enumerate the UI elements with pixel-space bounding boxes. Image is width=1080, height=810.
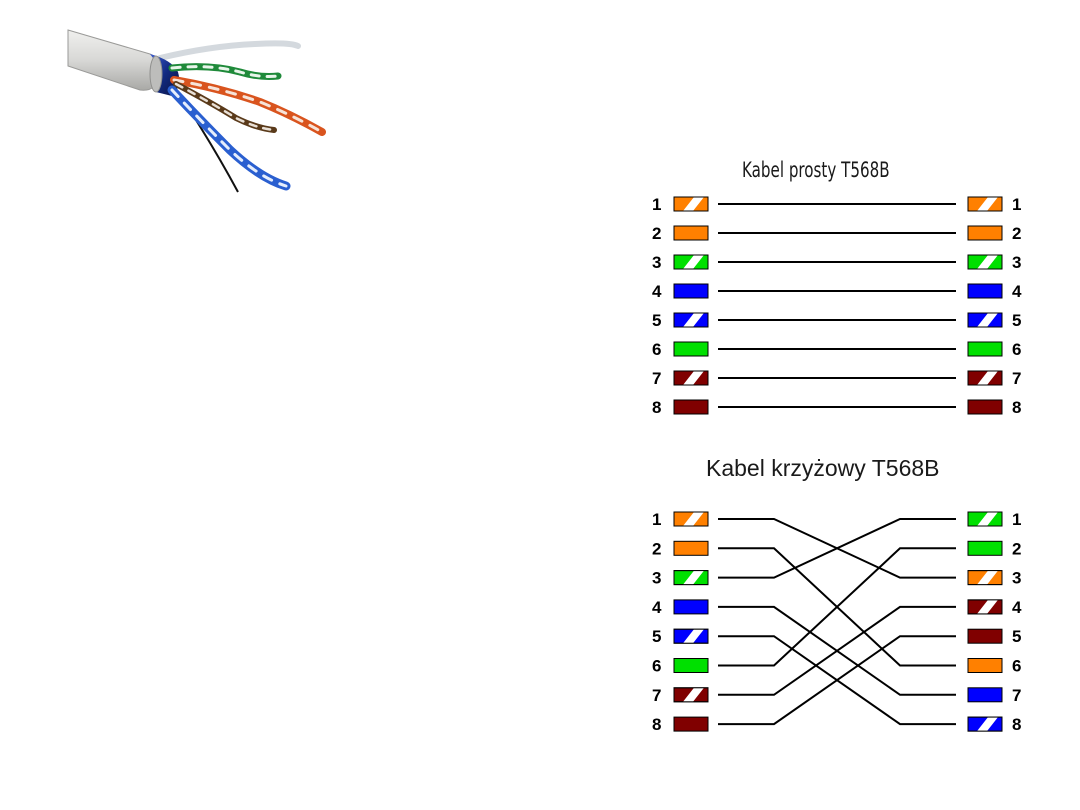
straight-right-pin-6-swatch: [967, 341, 1003, 357]
cross-wire-7-to-4: [718, 605, 956, 696]
straight-right-pin-label: 5: [1012, 311, 1021, 330]
straight-left-pin-label: 7: [652, 369, 661, 388]
cross-right-pin-6-swatch: [967, 658, 1003, 673]
cross-left-pin-label: 7: [652, 686, 661, 705]
straight-right-pin-label: 2: [1012, 224, 1021, 243]
cross-wire-8-to-5: [718, 635, 956, 726]
cross-right-pin-label: 5: [1012, 627, 1021, 646]
cross-right-pin-label: 6: [1012, 657, 1021, 676]
cable-photo: [67, 29, 326, 193]
cross-right-pin-label: 1: [1012, 510, 1021, 529]
cross-left-pin-label: 6: [652, 657, 661, 676]
cross-left-pin-label: 4: [652, 598, 662, 617]
cross-right-pin-8-swatch: [967, 716, 1003, 732]
straight-right-pin-1-swatch: [967, 196, 1003, 212]
cross-right-pin-2-swatch: [967, 540, 1003, 556]
cross-right-pin-5-swatch: [967, 628, 1003, 644]
cross-left-pin-label: 1: [652, 510, 661, 529]
cross-left-pin-2-swatch: [673, 540, 709, 556]
cross-left-pin-label: 2: [652, 539, 661, 558]
cross-right-pin-label: 3: [1012, 569, 1021, 588]
straight-right-pin-label: 1: [1012, 195, 1021, 214]
straight-left-pin-7-swatch: [673, 370, 709, 386]
straight-left-pin-label: 6: [652, 340, 661, 359]
cross-left-pin-8-swatch: [673, 716, 709, 732]
straight-right-pin-label: 3: [1012, 253, 1021, 272]
straight-right-pin-8-swatch: [967, 399, 1003, 415]
straight-right-pin-3-swatch: [967, 254, 1003, 270]
cross-left-pin-7-swatch: [673, 687, 709, 703]
straight-left-pin-label: 5: [652, 311, 661, 330]
cross-left-pin-label: 3: [652, 569, 661, 588]
cross-right-pin-7-swatch: [967, 687, 1003, 703]
straight-right-pin-4-swatch: [967, 283, 1003, 299]
cross-wire-6-to-2: [718, 547, 956, 667]
cross-left-pin-5-swatch: [673, 628, 709, 644]
cross-right-pin-label: 7: [1012, 686, 1021, 705]
straight-left-pin-2-swatch: [673, 225, 709, 241]
cross-left-pin-4-swatch: [673, 599, 709, 615]
cross-wire-3-to-1: [718, 518, 956, 579]
straight-right-pin-label: 7: [1012, 369, 1021, 388]
straight-right-pin-label: 6: [1012, 340, 1021, 359]
straight-left-pin-label: 8: [652, 398, 661, 417]
straight-left-pin-5-swatch: [673, 312, 709, 328]
straight-right-pin-label: 8: [1012, 398, 1021, 417]
crossover-cable-title: Kabel krzyżowy T568B: [706, 455, 940, 481]
straight-left-pin-label: 2: [652, 224, 661, 243]
straight-left-pin-label: 4: [652, 282, 662, 301]
cross-left-pin-label: 8: [652, 715, 661, 734]
cross-left-pin-3-swatch: [673, 570, 709, 586]
straight-left-pin-8-swatch: [673, 399, 709, 415]
cross-left-pin-1-swatch: [673, 511, 709, 527]
cross-left-pin-label: 5: [652, 627, 661, 646]
straight-left-pin-3-swatch: [673, 254, 709, 270]
straight-cable-diagram: 1 1 2 2 3 3 4 4 5 5 6 6 7 7 8 8: [652, 195, 1022, 417]
straight-left-pin-label: 3: [652, 253, 661, 272]
cross-right-pin-label: 4: [1012, 598, 1022, 617]
straight-right-pin-5-swatch: [967, 312, 1003, 328]
straight-left-pin-1-swatch: [673, 196, 709, 212]
cross-left-pin-6-swatch: [673, 658, 709, 673]
cross-right-pin-label: 2: [1012, 539, 1021, 558]
cross-right-pin-3-swatch: [967, 570, 1003, 586]
straight-cable-title: Kabel prosty T568B: [742, 158, 890, 182]
straight-right-pin-2-swatch: [967, 225, 1003, 241]
cross-right-pin-1-swatch: [967, 511, 1003, 527]
straight-right-pin-7-swatch: [967, 370, 1003, 386]
straight-left-pin-6-swatch: [673, 341, 709, 357]
cross-right-pin-label: 8: [1012, 715, 1021, 734]
cross-right-pin-4-swatch: [967, 599, 1003, 615]
straight-right-pin-label: 4: [1012, 282, 1022, 301]
straight-left-pin-label: 1: [652, 195, 661, 214]
crossover-cable-diagram: 1 1 2 2 3 3 4 4 5 5 6 6 7 7 8 8: [652, 510, 1022, 734]
straight-left-pin-4-swatch: [673, 283, 709, 299]
